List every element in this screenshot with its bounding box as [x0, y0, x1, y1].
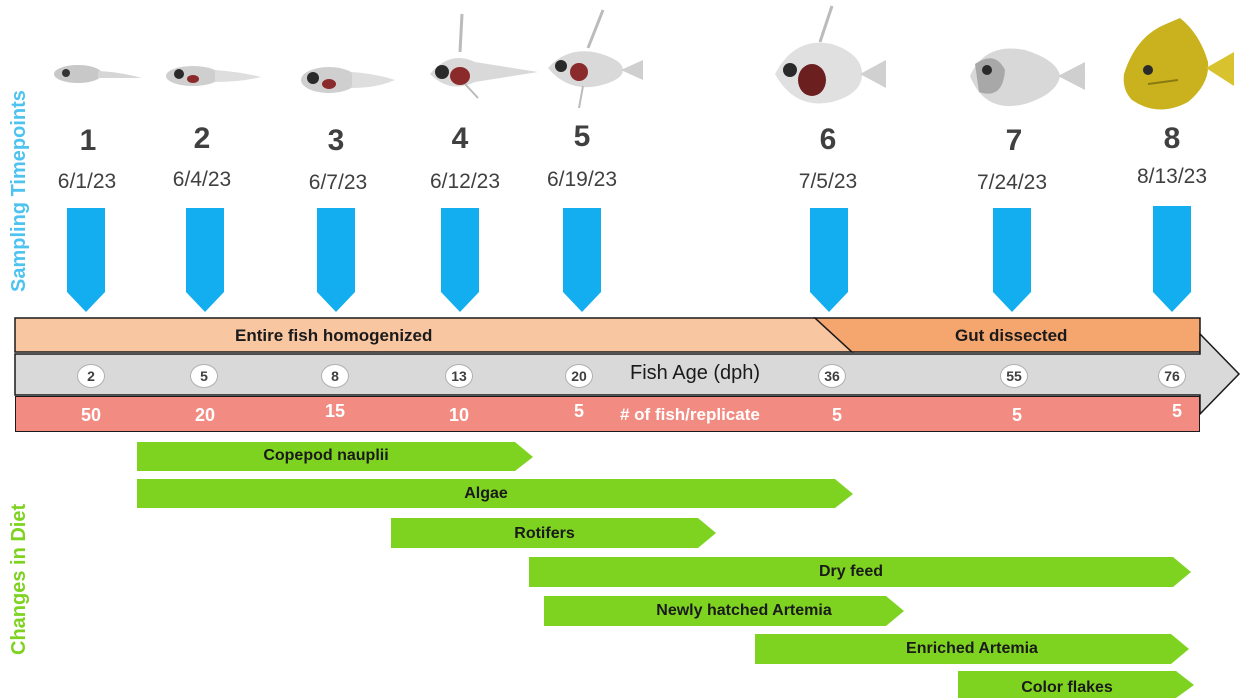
diet-label: Enriched Artemia [755, 640, 1189, 658]
diet-label: Color flakes [958, 679, 1176, 697]
diet-label: Dry feed [529, 563, 1173, 581]
diet-label: Copepod nauplii [137, 447, 515, 465]
diet-label: Algae [137, 485, 835, 503]
diet-label: Rotifers [391, 525, 698, 543]
diet-label: Newly hatched Artemia [544, 602, 944, 620]
